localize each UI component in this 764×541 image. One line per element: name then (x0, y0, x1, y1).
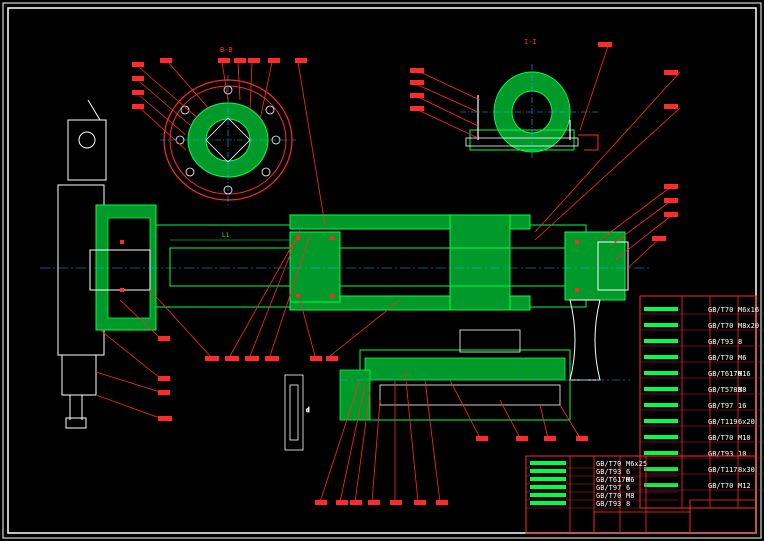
parts-list-row-bar (644, 307, 678, 311)
parts-list-row-spec: M8x20 (738, 322, 759, 330)
title-block-row-spec: M6x25 (626, 460, 647, 468)
parts-list-row-spec: 16 (738, 402, 746, 410)
title-block-row-spec: 6 (626, 468, 630, 476)
title-block-row-bar (530, 485, 566, 489)
parts-list-row-code: GB/T70 (708, 354, 733, 362)
title-block-row-code: GB/T70 (596, 460, 621, 468)
parts-list-row-spec: M10 (738, 434, 751, 442)
bore-length-label: L1 (222, 232, 230, 239)
parts-list-row-spec: M6x16 (738, 306, 759, 314)
parts-list-row-code: GB/T70 (708, 482, 733, 490)
lower-support (339, 299, 630, 421)
parts-list-row-spec: 8x30 (738, 466, 755, 474)
section-label-ii: I-I (524, 38, 537, 46)
parts-list-row-code: GB/T6170 (708, 370, 742, 378)
title-block-row-bar (530, 469, 566, 473)
parts-list-row-spec: 6x20 (738, 418, 755, 426)
stroke-label: d (306, 407, 310, 414)
parts-list-row-spec: 10 (738, 450, 746, 458)
parts-list-row-code: GB/T70 (708, 322, 733, 330)
parts-list-row-spec: 8 (738, 338, 742, 346)
parts-list-row-code: GB/T93 (708, 450, 733, 458)
cylinder-assembly: L1 (40, 204, 650, 331)
title-block-row-spec: M6 (626, 476, 634, 484)
parts-list-row-code: GB/T70 (708, 434, 733, 442)
title-block-row-code: GB/T93 (596, 500, 621, 508)
parts-list-row-bar (644, 435, 678, 439)
title-block-row-code: GB/T6170 (596, 476, 630, 484)
parts-list-row-code: GB/T5783 (708, 386, 742, 394)
parts-list-row-bar (644, 419, 678, 423)
section-view-ii: I-I (460, 38, 600, 160)
parts-list-row-code: GB/T117 (708, 466, 738, 474)
parts-list-row-spec: M8 (738, 386, 746, 394)
title-block-row-spec: 6 (626, 484, 630, 492)
balloon-tags (132, 42, 678, 505)
title-block-row-code: GB/T70 (596, 492, 621, 500)
parts-list-row-bar (644, 323, 678, 327)
parts-list-row-spec: M12 (738, 482, 751, 490)
parts-list-row-bar (644, 467, 678, 471)
parts-list-row-bar (644, 387, 678, 391)
parts-list-row-bar (644, 451, 678, 455)
title-block-row-code: GB/T93 (596, 468, 621, 476)
parts-list-row-bar (644, 339, 678, 343)
parts-list-row-code: GB/T93 (708, 338, 733, 346)
parts-list-row-bar (644, 355, 678, 359)
parts-list-row-code: GB/T97 (708, 402, 733, 410)
title-block-row-bar (530, 461, 566, 465)
title-block-row-bar (530, 493, 566, 497)
parts-list-row-bar (644, 371, 678, 375)
parts-list-row-spec: M6 (738, 354, 746, 362)
parts-list-row-bar (644, 403, 678, 407)
title-block-row-bar (530, 501, 566, 505)
parts-list-row-code: GB/T70 (708, 306, 733, 314)
parts-list-row-bar (644, 483, 678, 487)
seal-detail: d (284, 374, 310, 451)
title-block-row-bar (530, 477, 566, 481)
inner-frame (7, 7, 757, 534)
leader-lines (95, 45, 681, 503)
section-label-bb: B-B (220, 46, 233, 54)
title-block-row-spec: M8 (626, 492, 634, 500)
parts-list-row-code: GB/T119 (708, 418, 738, 426)
title-block-row-spec: 8 (626, 500, 630, 508)
title-block-row-code: GB/T97 (596, 484, 621, 492)
parts-list-row-spec: M16 (738, 370, 751, 378)
section-view-bb: B-B (160, 46, 296, 205)
